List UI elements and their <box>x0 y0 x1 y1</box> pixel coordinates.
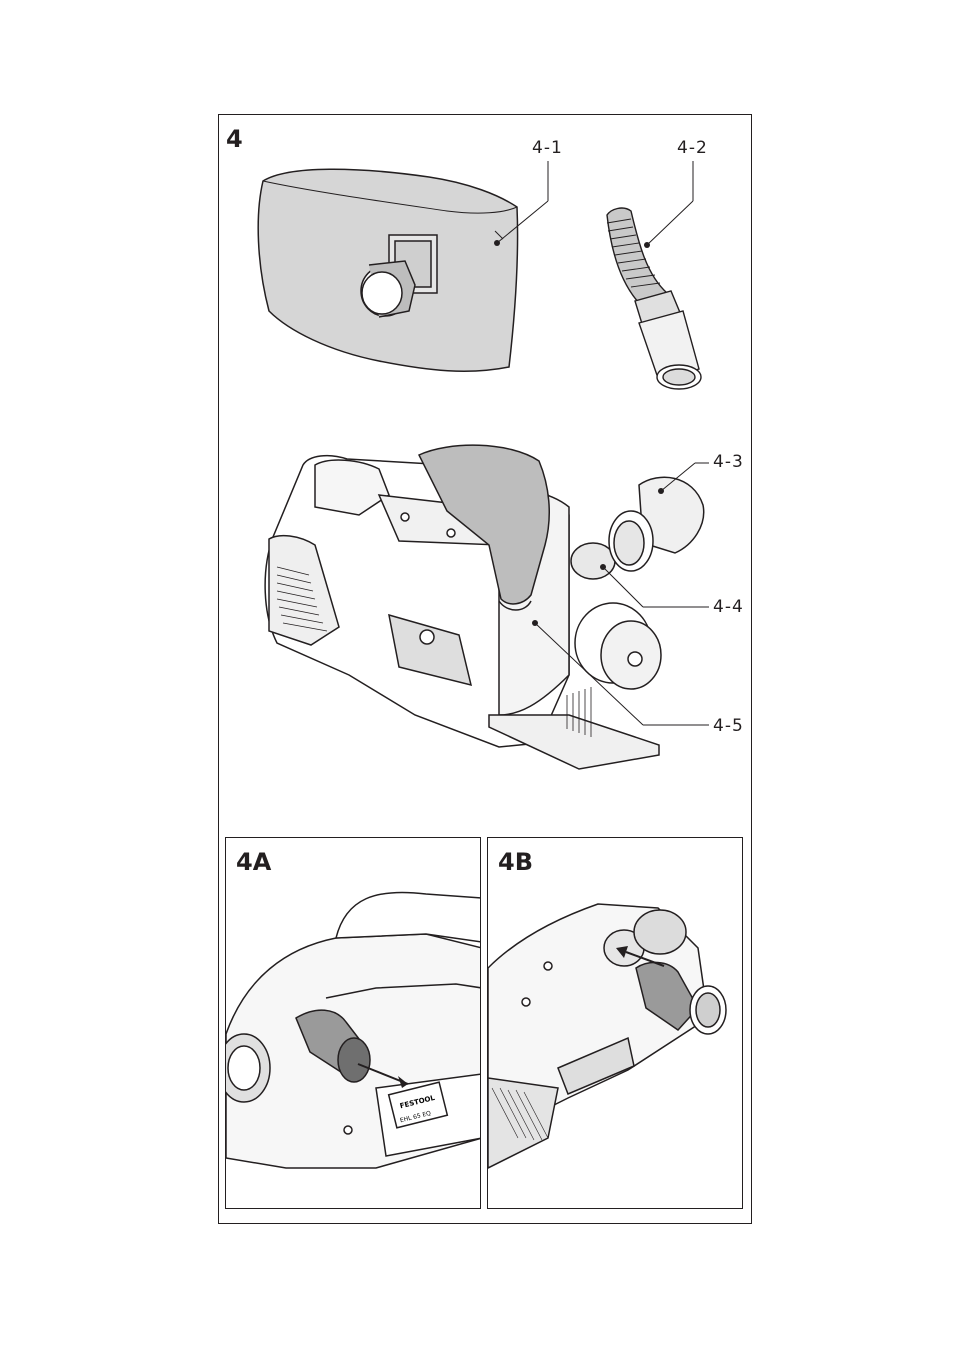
elbow-adapter <box>609 477 704 571</box>
panel-4b: 4B <box>487 837 743 1209</box>
panel-4b-illustration <box>488 838 743 1209</box>
figure-frame: 4 4-1 4-2 4-3 4-4 4-5 <box>218 114 752 1224</box>
suction-hose <box>607 208 701 389</box>
main-illustration <box>219 115 753 835</box>
panel-4a-illustration: FESTOOL EHL 65 EQ <box>226 838 481 1209</box>
panel-4a: 4A FESTOOL EHL 65 EQ <box>225 837 481 1209</box>
dust-bag <box>258 169 517 371</box>
planer <box>265 445 661 769</box>
